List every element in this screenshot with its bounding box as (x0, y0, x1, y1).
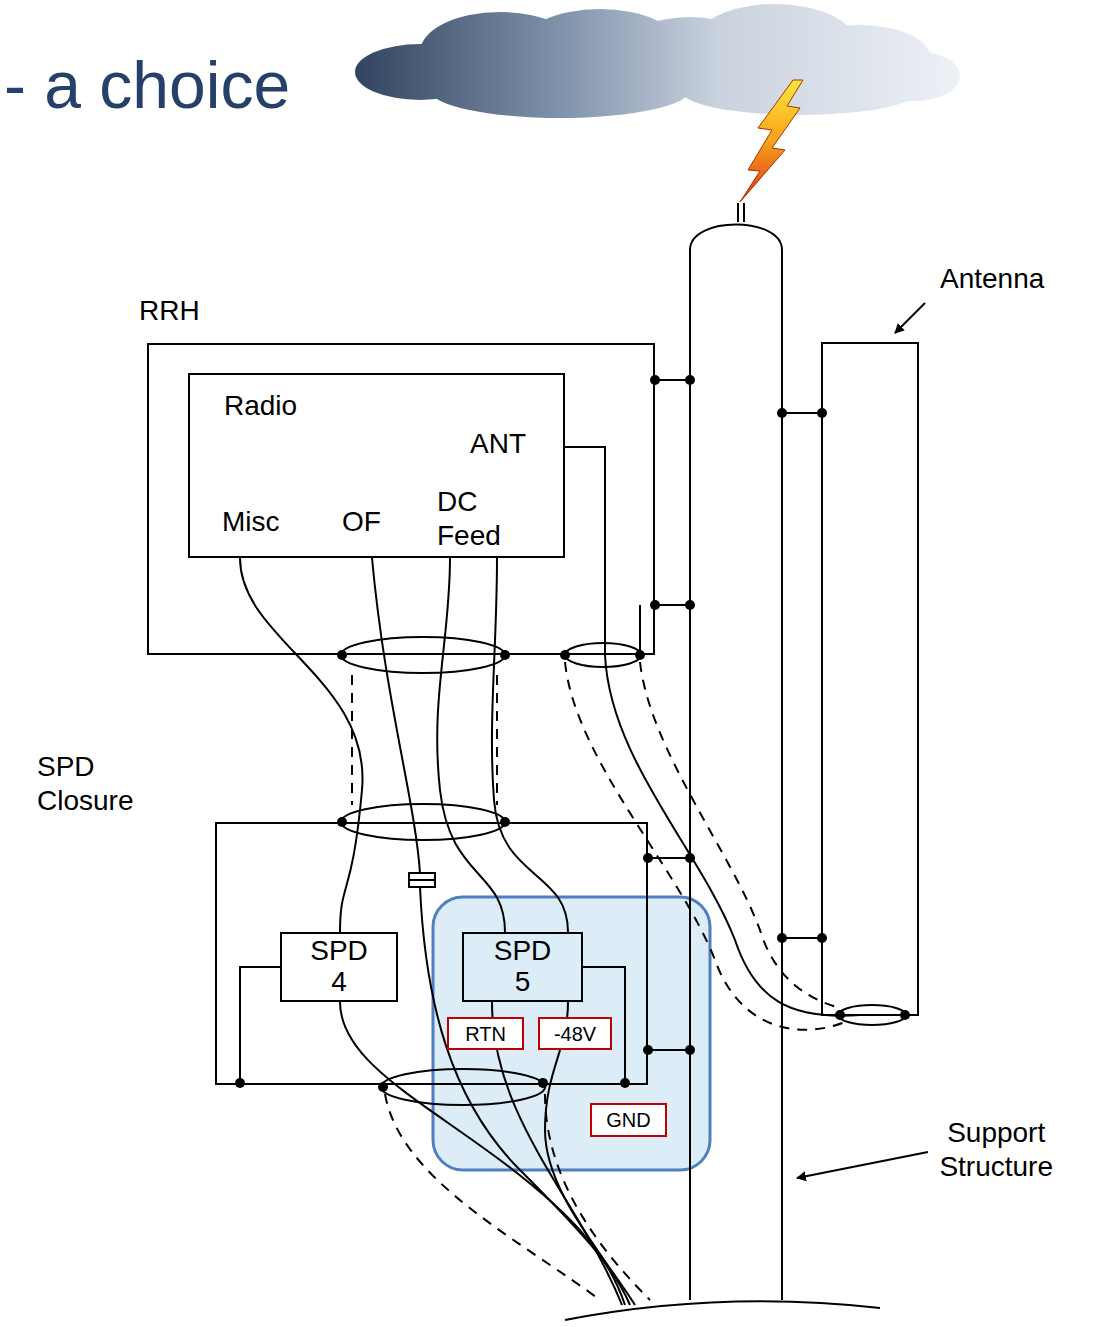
leader-arrow (797, 1152, 928, 1178)
fuse-symbol (409, 879, 435, 881)
part-label: Antenna (940, 262, 1044, 296)
dot (235, 1078, 245, 1088)
shield-ring (565, 643, 641, 667)
misc-cable (340, 1002, 625, 1305)
spd-box: SPD 5 (462, 932, 583, 1002)
node-text: SPD Closure (37, 750, 138, 817)
antenna-cable (565, 447, 860, 1016)
spd-closure: SPD ClosureSPD 4SPD 5RTN-48V (215, 822, 648, 1085)
node-text: -48V (554, 1022, 596, 1046)
shield-ring (381, 1069, 545, 1105)
part-label: Support Structure (936, 1116, 1056, 1183)
spd-box: SPD 4 (280, 932, 398, 1002)
structure-lines (240, 203, 928, 1320)
node-text: ANT (470, 427, 526, 461)
terminal-tag: GND (590, 1103, 667, 1137)
bond-wire (655, 604, 690, 606)
antenna-panel (822, 343, 918, 1015)
ground-wire (240, 967, 280, 1083)
dot (777, 933, 787, 943)
node-text: RRH (139, 294, 200, 328)
node-text: Radio (224, 389, 297, 423)
page-title: - a choice (4, 52, 290, 118)
dot (777, 408, 787, 418)
dot (685, 600, 695, 610)
junction-dots (235, 375, 910, 1092)
lightning-rod (737, 203, 739, 222)
highlight-region (433, 897, 710, 1170)
dot (685, 1045, 695, 1055)
bond-wire (648, 1049, 690, 1051)
cable-wire (437, 558, 505, 932)
dot (817, 933, 827, 943)
shield-line (351, 675, 353, 805)
node-text: SPD 4 (307, 936, 371, 998)
dot (538, 1078, 548, 1088)
terminal-tag: -48V (538, 1017, 612, 1050)
rrh-housing: RRHRadioANTMiscOFDC Feed (147, 343, 655, 655)
terminal-tag: RTN (447, 1017, 524, 1050)
bond-wire (639, 605, 641, 655)
node-text: OF (342, 505, 381, 539)
node-text: DC Feed (437, 485, 507, 552)
lightning-bolt (740, 80, 803, 202)
ground-line (565, 1301, 880, 1320)
shield-line (496, 675, 498, 805)
node-text: SPD 5 (490, 936, 554, 998)
leader-arrow (895, 303, 925, 333)
shield-ring (341, 637, 505, 673)
shield-line (565, 662, 845, 1030)
dot (620, 1078, 630, 1088)
dot (650, 600, 660, 610)
dot (500, 650, 510, 660)
shield-line (385, 1094, 600, 1300)
bond-wire (648, 857, 690, 859)
dot (337, 650, 347, 660)
cloud (355, 4, 960, 118)
dot (835, 1010, 845, 1020)
fiber-cable (372, 558, 630, 1305)
dot (643, 853, 653, 863)
bond-wire (782, 937, 822, 939)
dot (685, 853, 695, 863)
node-text: GND (606, 1108, 650, 1132)
dot (560, 650, 570, 660)
dot (635, 650, 645, 660)
node-text: RTN (465, 1022, 506, 1046)
fuse-symbol (409, 873, 435, 887)
dot (650, 375, 660, 385)
support-pole (690, 225, 782, 1301)
dot (643, 1045, 653, 1055)
lightning-rod (743, 203, 745, 222)
dot (900, 1010, 910, 1020)
dot (685, 375, 695, 385)
shield-ring (838, 1005, 906, 1025)
cable-wire (240, 558, 363, 932)
bond-wire (655, 379, 690, 381)
node-text: Misc (222, 505, 280, 539)
shield-dashes (352, 662, 845, 1300)
shield-line (640, 662, 840, 1008)
bond-wire (782, 412, 822, 414)
radio-box: RadioANT Misc OF DC Feed (188, 373, 565, 558)
dot (817, 408, 827, 418)
cable-wire (492, 558, 568, 932)
